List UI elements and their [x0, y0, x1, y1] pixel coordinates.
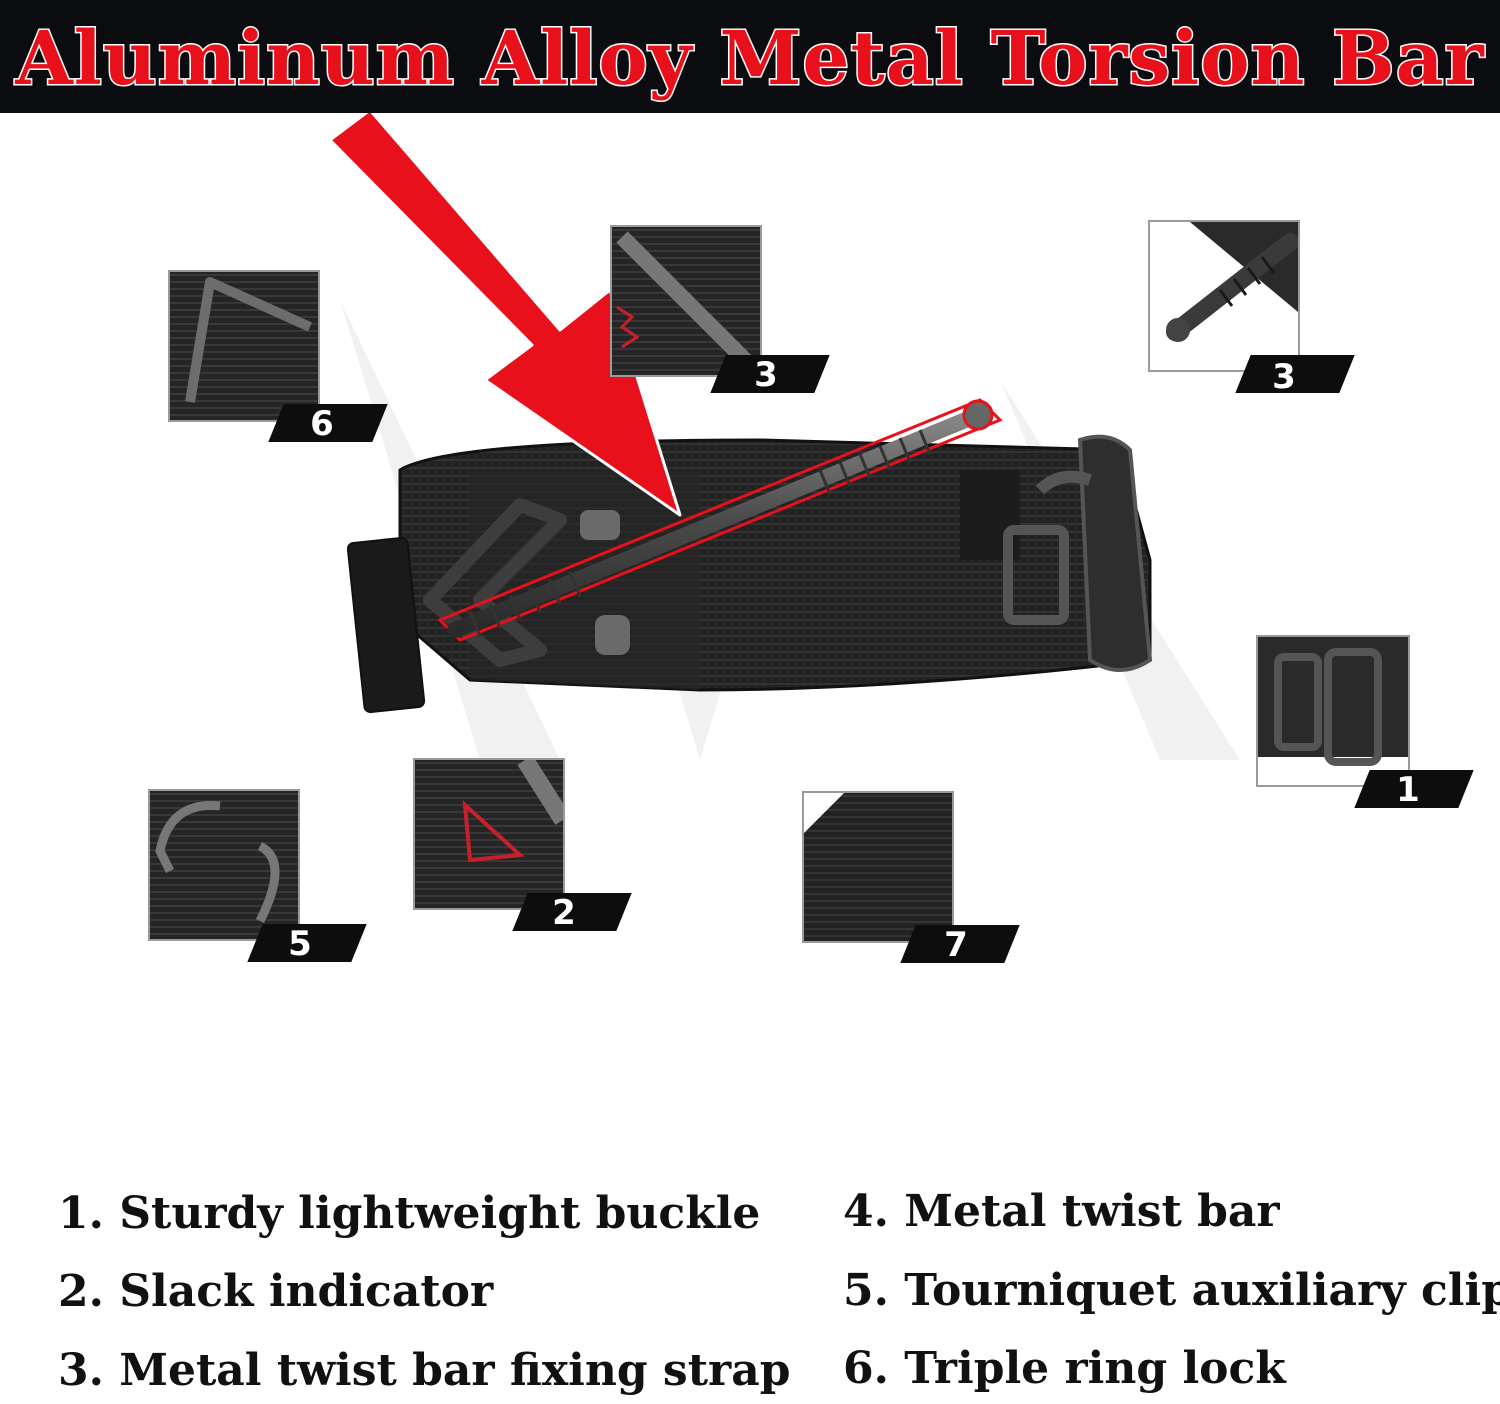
- page-title: Aluminum Alloy Metal Torsion Bar: [14, 15, 1485, 104]
- callout-number: 2: [552, 893, 576, 933]
- feature-item: 1. Sturdy lightweight buckle: [58, 1188, 761, 1239]
- callout-number: 3: [1272, 357, 1296, 397]
- feature-item: 6. Triple ring lock: [843, 1343, 1286, 1394]
- callout-number: 6: [310, 404, 334, 444]
- buckle-icon: [1258, 637, 1408, 766]
- callout-number: 5: [288, 924, 312, 964]
- bar-clip: [595, 615, 630, 655]
- callout-bar-end-image: [1148, 220, 1300, 372]
- tourniquet-strap: [346, 438, 1152, 714]
- product-illustration: [328, 113, 1240, 760]
- feature-item: 4. Metal twist bar: [843, 1186, 1280, 1237]
- header-banner: Aluminum Alloy Metal Torsion Bar: [0, 0, 1500, 113]
- twist-bar: [437, 398, 1003, 642]
- feature-item: 2. Slack indicator: [58, 1266, 494, 1317]
- fixing-strap-icon: [612, 227, 760, 375]
- callout-buckle-image: [1256, 635, 1410, 787]
- callout-number: 1: [1396, 770, 1420, 810]
- callout-number: 7: [944, 925, 968, 965]
- callout-webbing-image: [802, 791, 954, 943]
- red-arrow: [328, 113, 682, 517]
- triangle-ring: [423, 498, 567, 667]
- callout-fixing-strap-image: [610, 225, 762, 377]
- clip-icon: [150, 791, 298, 939]
- callout-clip-image: [148, 789, 300, 941]
- threaded-bar-icon: [1166, 222, 1298, 342]
- webbing-icon: [804, 793, 952, 941]
- callout-slack-indicator-image: [413, 758, 565, 910]
- feature-list: 1. Sturdy lightweight buckle 2. Slack in…: [0, 1170, 1500, 1404]
- slack-indicator-icon: [415, 760, 563, 908]
- triangle-ring-icon: [170, 272, 318, 420]
- buckle: [1003, 434, 1153, 672]
- feature-item: 3. Metal twist bar fixing strap: [58, 1345, 791, 1396]
- callout-ring-lock-image: [168, 270, 320, 422]
- callout-number: 3: [754, 355, 778, 395]
- bar-clip: [580, 510, 620, 540]
- feature-item: 5. Tourniquet auxiliary clip: [843, 1265, 1500, 1316]
